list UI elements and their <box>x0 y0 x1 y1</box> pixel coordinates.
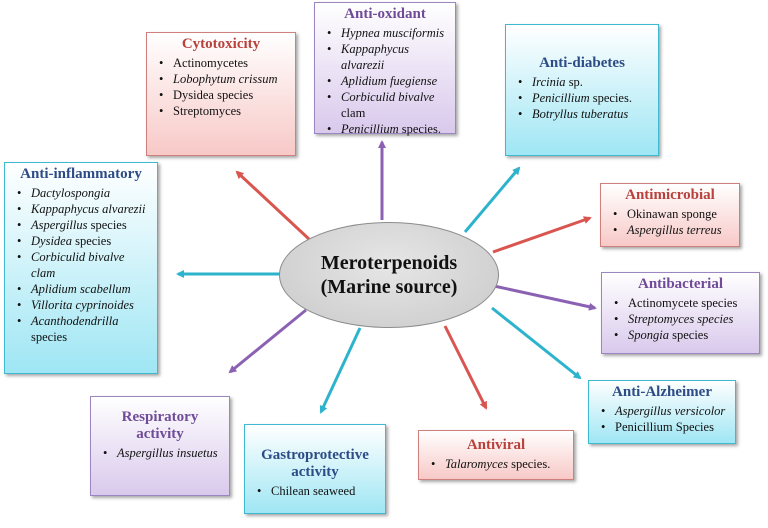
list-item: Hypnea musciformis <box>327 25 449 41</box>
antidiabetes-title: Anti-diabetes <box>539 55 625 71</box>
arrow-to-gastroprotective <box>319 327 362 414</box>
arrow-to-antidiabetes <box>463 166 521 233</box>
antibacterial-box: Antibacterial Actinomycete species Strep… <box>601 272 760 354</box>
list-item: Corbiculid bivalve clam <box>17 249 151 281</box>
antialzheimer-box: Anti-Alzheimer Aspergillus versicolor Pe… <box>588 380 736 444</box>
central-node: Meroterpenoids (Marine source) <box>279 222 499 328</box>
center-line1: Meroterpenoids <box>320 252 458 274</box>
list-item: Botryllus tuberatus <box>518 106 652 122</box>
list-item: Kappaphycus alvarezii <box>327 41 449 73</box>
list-item: Aspergillus terreus <box>613 222 733 238</box>
antioxidant-box: Anti-oxidant Hypnea musciformis Kappaphy… <box>314 2 456 137</box>
cytotoxicity-box: Cytotoxicity Actinomycetes Lobophytum cr… <box>146 32 296 156</box>
list-item: Talaromyces species. <box>431 456 567 472</box>
antiinflammatory-box: Anti-inflammatory Dactylospongia Kappaph… <box>4 162 158 374</box>
list-item: Dysidea species <box>17 233 151 249</box>
list-item: Dactylospongia <box>17 185 151 201</box>
list-item: Aplidium scabellum <box>17 281 151 297</box>
list-item: Aspergillus insuetus <box>103 445 223 461</box>
antiinflammatory-title: Anti-inflammatory <box>20 166 142 182</box>
list-item: Aspergillus species <box>17 217 151 233</box>
arrow-to-respiratory <box>228 308 307 374</box>
arrow-to-antimicrobial <box>492 216 592 254</box>
arrow-to-antialzheimer <box>491 306 582 380</box>
list-item: Ircinia sp. <box>518 74 652 90</box>
list-item: Okinawan sponge <box>613 206 733 222</box>
antidiabetes-box: Anti-diabetes Ircinia sp. Penicillium sp… <box>505 24 659 156</box>
list-item: Villorita cyprinoides <box>17 297 151 313</box>
list-item: Lobophytum crissum <box>159 71 289 87</box>
list-item: Streptomyces species <box>614 311 753 327</box>
antimicrobial-box: Antimicrobial Okinawan sponge Aspergillu… <box>600 183 740 247</box>
antialzheimer-title: Anti-Alzheimer <box>612 384 712 400</box>
arrow-to-antiviral <box>443 325 488 410</box>
list-item: Actinomycete species <box>614 295 753 311</box>
cytotoxicity-title: Cytotoxicity <box>181 36 261 52</box>
list-item: Penicillium species. <box>518 90 652 106</box>
antimicrobial-title: Antimicrobial <box>625 187 715 203</box>
antioxidant-title: Anti-oxidant <box>344 6 426 22</box>
list-item: Actinomycetes <box>159 55 289 71</box>
list-item: Aspergillus versicolor <box>601 403 729 419</box>
arrow-to-cytotoxicity <box>235 170 312 242</box>
list-item: Chilean seaweed <box>257 483 379 499</box>
antibacterial-title: Antibacterial <box>638 276 723 292</box>
list-item: Penicillium Species <box>601 419 729 435</box>
list-item: Penicillium species. <box>327 121 449 137</box>
arrow-to-antibacterial <box>493 284 597 311</box>
center-line2: (Marine source) <box>320 276 458 298</box>
antiviral-box: Antiviral Talaromyces species. <box>418 430 574 480</box>
list-item: Kappaphycus alvarezii <box>17 201 151 217</box>
list-item: Dysidea species <box>159 87 289 103</box>
list-item: Aplidium fuegiense <box>327 73 449 89</box>
antiviral-title: Antiviral <box>466 437 526 453</box>
list-item: Streptomyces <box>159 103 289 119</box>
list-item: Spongia species <box>614 327 753 343</box>
